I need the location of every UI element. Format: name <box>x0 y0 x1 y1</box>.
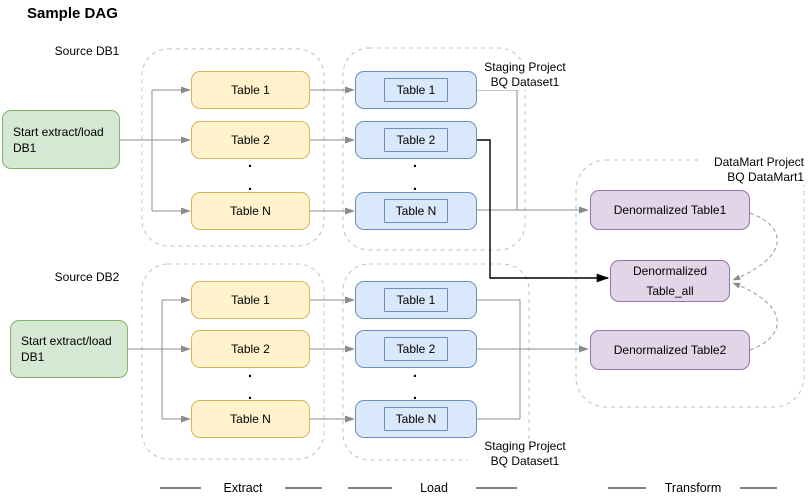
staging-project-line1: Staging Project <box>484 439 566 453</box>
staging-project-label-bottom: Staging Project BQ Dataset1 <box>468 439 582 469</box>
diagram-title: Sample DAG <box>27 5 118 22</box>
load2-table-1: Table 1 <box>355 281 477 319</box>
load-group-db2-container <box>342 263 530 461</box>
staging-project-line2: BQ Dataset1 <box>490 75 560 89</box>
ellipsis-dot: . <box>248 386 252 403</box>
ellipsis-dot: . <box>413 386 417 403</box>
extract2-table-1: Table 1 <box>191 281 310 319</box>
ellipsis-dot: . <box>248 177 252 194</box>
load2-table-2: Table 2 <box>355 330 477 368</box>
connector-load2-t1-merge <box>477 299 521 419</box>
load1-table-1: Table 1 <box>355 71 477 109</box>
load-stage-label: Load <box>392 481 476 495</box>
load-group-db1-container <box>342 47 526 251</box>
ellipsis-dot: . <box>248 364 252 381</box>
staging-project-line2: BQ Dataset1 <box>490 454 560 468</box>
extract-stage-label: Extract <box>201 481 285 495</box>
extract2-table-2: Table 2 <box>191 330 310 368</box>
ellipsis-dot: . <box>413 154 417 171</box>
datamart-label-line2: BQ DataMart1 <box>727 170 804 184</box>
ellipsis-dots: . . . . . . . . <box>248 154 417 403</box>
ellipsis-dot: . <box>248 154 252 171</box>
load2-table-2-inner: Table 2 <box>384 337 448 361</box>
load2-table-n: Table N <box>355 400 477 438</box>
load1-table-n-inner: Table N <box>384 199 448 223</box>
source-db1-label: Source DB1 <box>54 44 120 58</box>
extract1-table-1: Table 1 <box>191 71 310 109</box>
connector-load1-t1-merge <box>477 89 518 210</box>
load1-table-1-inner: Table 1 <box>384 78 448 102</box>
load1-table-2: Table 2 <box>355 121 477 159</box>
arc-denorm-table2-to-table-all <box>732 282 778 351</box>
arc-denorm-table1-to-table-all <box>732 212 778 281</box>
extract-group-db2-container <box>141 263 325 460</box>
connector-load1-denorm-table-all <box>477 139 610 283</box>
extract2-table-n: Table N <box>191 400 310 438</box>
source-db2-label: Source DB2 <box>54 270 120 284</box>
denormalized-table1-node: Denormalized Table1 <box>590 190 750 230</box>
extract1-table-2: Table 2 <box>191 121 310 159</box>
datamart-project-label: DataMart Project BQ DataMart1 <box>698 155 804 185</box>
transform-stage-label: Transform <box>646 481 740 495</box>
staging-project-line1: Staging Project <box>484 60 566 74</box>
load1-table-2-inner: Table 2 <box>384 128 448 152</box>
ellipsis-dot: . <box>413 364 417 381</box>
connectors-row1 <box>120 86 589 215</box>
ellipsis-dot: . <box>413 177 417 194</box>
extract-group-db1-container <box>141 48 325 247</box>
start-extract-load-db2-node: Start extract/load DB1 <box>10 320 128 378</box>
denormalized-table-all-node: Denormalized Table_all <box>610 260 730 302</box>
start-extract-load-db1-node: Start extract/load DB1 <box>2 110 120 169</box>
datamart-label-line1: DataMart Project <box>713 155 804 169</box>
load2-table-n-inner: Table N <box>384 407 448 431</box>
staging-project-label-top: Staging Project BQ Dataset1 <box>468 60 582 90</box>
load2-table-1-inner: Table 1 <box>384 288 448 312</box>
extract1-table-n: Table N <box>191 192 310 230</box>
datamart-group-container <box>575 159 805 408</box>
load1-table-n: Table N <box>355 192 477 230</box>
denormalized-table2-node: Denormalized Table2 <box>590 330 750 370</box>
connectors-row2 <box>128 296 589 423</box>
